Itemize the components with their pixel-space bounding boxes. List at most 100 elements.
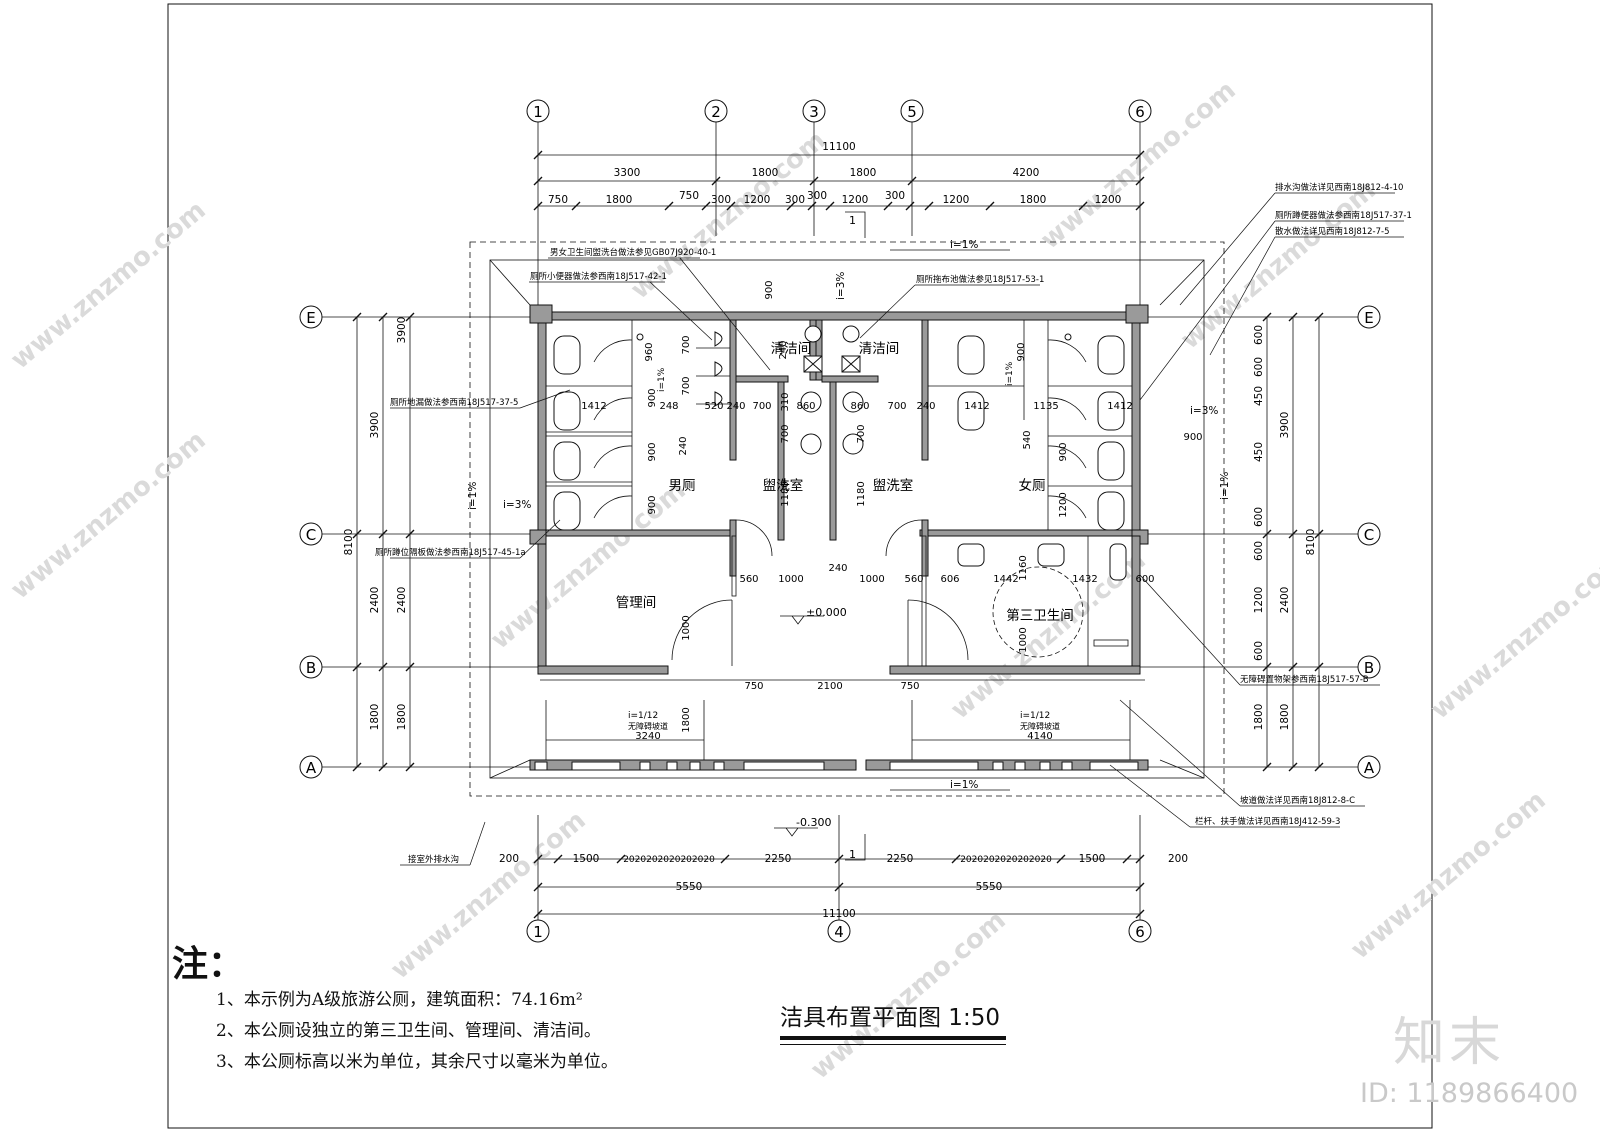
axis-label: 6: [1135, 923, 1145, 941]
slope-text: i=1%: [467, 482, 479, 510]
axis-label: A: [1364, 759, 1375, 777]
dim-text: 2250: [887, 853, 914, 865]
interior-lines: [545, 211, 1132, 861]
dim-text: 600: [1135, 574, 1154, 585]
basin-icon: [842, 433, 864, 455]
squat-toilet-icon: [553, 491, 581, 531]
ramp-label: 无障碍坡道: [628, 721, 668, 731]
slope-marks: i=1% i=3% i=1% i=3% i=3% i=1% i=1% i=1/1…: [467, 239, 1231, 791]
dim-text: 3900: [1279, 412, 1291, 439]
dim-text: 300: [885, 190, 905, 202]
dim-text: 600: [1253, 325, 1265, 345]
dim-text: 1200: [842, 194, 869, 206]
squat-toilet-icon: [553, 441, 581, 481]
dim-text: 600: [1253, 541, 1265, 561]
dim-text: 2400: [369, 587, 381, 614]
axis-label: 6: [1135, 103, 1145, 121]
drainage-outline: [469, 241, 1225, 797]
dim-text: 750: [744, 681, 763, 692]
slope-text: i=1%: [657, 367, 667, 392]
dim-text: 700: [856, 424, 867, 443]
room-labels: 男厕 盥洗室 盥洗室 女厕 清洁间 清洁间 管理间 第三卫生间: [616, 341, 1074, 624]
dim-text: 960: [644, 342, 655, 361]
room-name: 清洁间: [771, 341, 812, 357]
axis-label: E: [1364, 309, 1373, 327]
squat-toilet-icon: [1097, 491, 1125, 531]
dim-text: 1500: [1079, 853, 1106, 865]
room-name: 第三卫生间: [1006, 607, 1074, 624]
slope-text: i=3%: [835, 272, 847, 300]
dim-text: 560: [739, 574, 758, 585]
room-name: 清洁间: [859, 341, 900, 357]
dim-text: 240: [778, 340, 789, 359]
dim-text: 2020202020202020: [960, 855, 1052, 865]
squat-toilet-icon: [957, 335, 985, 375]
drawing-frame: [167, 3, 1433, 1129]
dim-text: 11100: [822, 141, 855, 153]
dim-text: 750: [679, 190, 699, 202]
slope-text: i=3%: [503, 499, 531, 511]
dim-text: 1800: [1253, 704, 1265, 731]
dim-text: 200: [1168, 853, 1188, 865]
note-item: 3、本公厕标高以米为单位，其余尺寸以毫米为单位。: [216, 1052, 618, 1072]
level-text: ±0.000: [806, 606, 847, 619]
axis-label: C: [306, 526, 316, 544]
dim-text: 1200: [1253, 587, 1265, 614]
slope-text: i=1/12: [628, 711, 658, 721]
section-label: 1: [849, 848, 856, 861]
axis-label: 3: [809, 103, 819, 121]
watermark-text: www.znzmo.com: [5, 195, 211, 375]
watermark-logo: 知末: [1393, 1013, 1506, 1073]
dim-text: 700: [752, 401, 771, 412]
notes-title: 注：: [172, 944, 245, 985]
dim-text: 1180: [856, 481, 867, 506]
dimension-lines: [356, 154, 1320, 915]
squat-toilet-icon: [1097, 335, 1125, 375]
basin-icon: [957, 543, 985, 567]
dim-text: 4140: [1027, 731, 1052, 742]
dim-text: 240: [678, 436, 689, 455]
axis-label: E: [306, 309, 315, 327]
note-item: 1、本示例为A级旅游公厕，建筑面积：74.16m²: [216, 990, 583, 1010]
watermark-text: www.znzmo.com: [1175, 175, 1381, 355]
slope-text: i=1%: [950, 239, 978, 251]
apron-outline: [489, 259, 1205, 779]
section-label: 1: [849, 214, 856, 227]
dim-text: 1200: [943, 194, 970, 206]
dim-text: 1432: [1072, 574, 1097, 585]
urinal-icon: [714, 361, 723, 377]
fixtures: [714, 325, 1127, 581]
slope-text: i=1%: [950, 779, 978, 791]
dim-text: 1000: [681, 615, 692, 640]
dim-text: 1000: [1018, 627, 1029, 652]
squat-toilet-icon: [1097, 391, 1125, 431]
dim-text: 1800: [850, 167, 877, 179]
dim-text: 1800: [369, 704, 381, 731]
axis-label: 4: [834, 923, 844, 941]
dim-text: 600: [1253, 641, 1265, 661]
dim-text: 900: [1183, 432, 1202, 443]
dim-text: 5550: [676, 881, 703, 893]
annotation-text: 厕所蹲便器做法参西南18J517-37-1: [1275, 210, 1412, 221]
basin-icon: [800, 433, 822, 455]
railing-posts: [534, 761, 1139, 771]
dim-text: 3300: [614, 167, 641, 179]
toilet-icon: [1109, 543, 1127, 581]
leader-lines: [390, 192, 1404, 866]
dim-text: 1800: [606, 194, 633, 206]
slope-text: i=1%: [1005, 361, 1015, 386]
urinal-icon: [714, 391, 723, 407]
axis-label: 2: [711, 103, 721, 121]
dim-text: 310: [780, 392, 791, 411]
annotation-text: 散水做法详见西南18J812-7-5: [1275, 226, 1390, 237]
basin-icon: [842, 325, 860, 343]
dim-text: 2400: [1279, 587, 1291, 614]
slope-text: i=3%: [1190, 405, 1218, 417]
top-dimensions: 11100 3300 1800 1800 4200 750 1800 750 3…: [548, 141, 1121, 206]
dim-text: 200: [499, 853, 519, 865]
dim-text: 4200: [1013, 167, 1040, 179]
room-name: 管理间: [616, 595, 657, 611]
dim-text: 300: [785, 194, 805, 206]
dim-text: 1135: [1033, 401, 1058, 412]
